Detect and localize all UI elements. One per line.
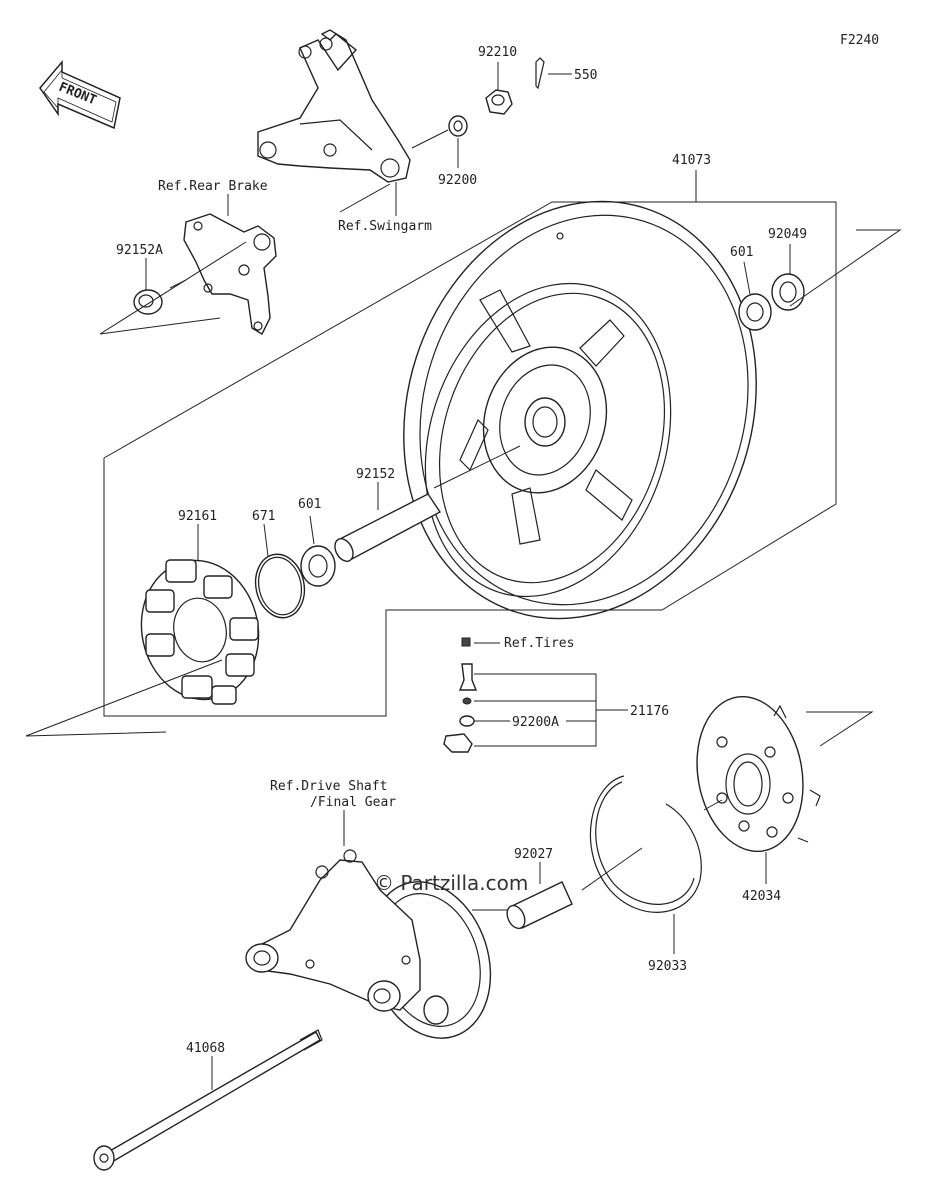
axle-41068 [93,1029,323,1171]
seal-92049 [771,273,805,311]
label-21176[interactable]: 21176 [630,704,669,719]
label-671[interactable]: 671 [252,509,275,524]
label-ref-rear-brake[interactable]: Ref.Rear Brake [158,179,268,194]
label-92210[interactable]: 92210 [478,45,517,60]
circlip-92033 [589,775,702,913]
figure-code: F2240 [840,33,879,48]
label-92152[interactable]: 92152 [356,467,395,482]
hub-42034 [696,695,821,853]
label-42034[interactable]: 42034 [742,889,781,904]
label-92200A[interactable]: 92200A [512,715,559,730]
o-ring-671 [254,553,306,619]
valve-nut [462,697,472,705]
swingarm-bracket [257,29,411,183]
label-ref-tires[interactable]: Ref.Tires [504,636,574,651]
washer-92200 [448,115,468,137]
bearing-601-lower [300,545,336,587]
label-92200[interactable]: 92200 [438,173,477,188]
rear-brake-bracket [183,213,277,335]
spacer-92152 [334,493,442,562]
valve-washer [459,715,475,727]
label-41068[interactable]: 41068 [186,1041,225,1056]
label-92049[interactable]: 92049 [768,227,807,242]
label-92152A[interactable]: 92152A [116,243,163,258]
assembly-outline [25,129,902,911]
label-final-gear[interactable]: /Final Gear [310,795,396,810]
front-arrow-icon: FRONT [39,59,121,130]
label-41073[interactable]: 41073 [672,153,711,168]
label-550[interactable]: 550 [574,68,597,83]
valve-grommet [443,733,473,753]
label-601[interactable]: 601 [298,497,321,512]
label-92033[interactable]: 92033 [648,959,687,974]
label-leaders [145,62,791,1090]
rear-wheel [403,200,757,620]
nut-92210 [485,89,513,115]
part-labels: 92210 550 92200 Ref.Swingarm Ref.Rear Br… [116,45,807,1056]
damper-92161 [140,559,260,705]
label-92161[interactable]: 92161 [178,509,217,524]
label-92027[interactable]: 92027 [514,847,553,862]
watermark: © Partzilla.com [374,871,528,895]
collar-92027 [506,881,573,930]
label-ref-swingarm[interactable]: Ref.Swingarm [338,219,432,234]
bearing-601-top [738,293,772,331]
cotter-pin-550 [535,57,545,90]
valve-cap [461,637,471,647]
label-ref-drive-shaft[interactable]: Ref.Drive Shaft [270,779,387,794]
valve-stem [458,663,478,691]
final-gear-case [245,849,492,1039]
label-601-top[interactable]: 601 [730,245,753,260]
